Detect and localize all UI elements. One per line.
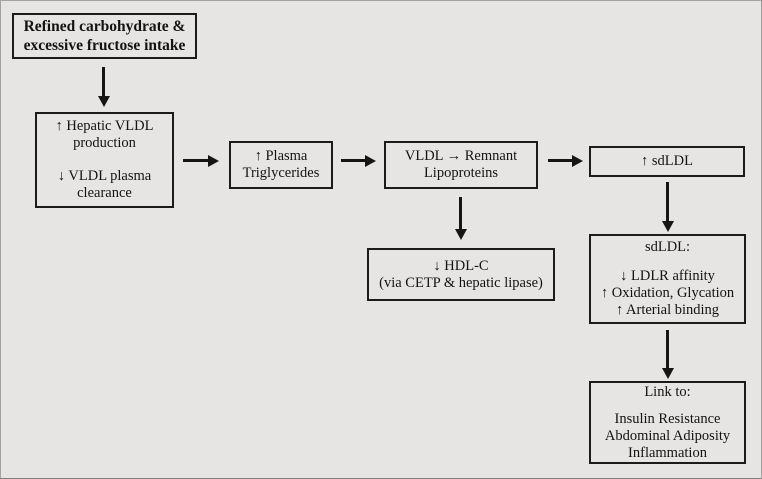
arrow-remnant-to-hdl — [454, 197, 467, 240]
node-vldl-remnant-line-1: VLDL → Remnant — [404, 148, 518, 164]
arrow-hepatic-to-plasma-tg — [183, 154, 219, 167]
arrowhead-down-icon — [454, 229, 467, 240]
node-sdldl: ↑ sdLDL — [589, 146, 745, 177]
node-plasma-tg-line-1: ↑ Plasma — [254, 148, 308, 164]
node-vldl-remnant-line-2: Lipoproteins — [423, 165, 499, 181]
arrow-properties-to-link — [661, 330, 674, 379]
arrow-intake-to-hepatic — [97, 67, 110, 107]
node-sdldl-properties-line-1: ↓ LDLR affinity — [620, 268, 715, 284]
arrowhead-right-icon — [365, 154, 376, 167]
arrowhead-down-icon — [661, 368, 674, 379]
arrowhead-right-icon — [208, 154, 219, 167]
node-link-to: Link to: Insulin Resistance Abdominal Ad… — [589, 381, 746, 464]
arrow-plasma-tg-to-remnant — [341, 154, 376, 167]
node-plasma-triglycerides: ↑ Plasma Triglycerides — [229, 141, 333, 189]
node-link-to-line-2: Abdominal Adiposity — [604, 427, 731, 444]
node-sdldl-properties: sdLDL: ↓ LDLR affinity ↑ Oxidation, Glyc… — [589, 234, 746, 324]
node-hepatic-vldl-line-2: production — [73, 135, 136, 151]
node-sdldl-properties-line-3: ↑ Arterial binding — [615, 302, 720, 318]
node-intake: Refined carbohydrate & excessive fructos… — [12, 13, 197, 59]
arrowhead-down-icon — [661, 221, 674, 232]
node-intake-line-1: Refined carbohydrate & — [23, 18, 186, 35]
node-link-to-heading: Link to: — [644, 383, 691, 400]
node-link-to-line-3: Inflammation — [628, 444, 707, 461]
arrow-sdldl-to-properties — [661, 182, 674, 232]
node-vldl-remnant: VLDL → Remnant Lipoproteins — [384, 141, 538, 189]
arrow-remnant-to-sdldl — [548, 154, 583, 167]
node-hdl-line-1: ↓ HDL-C — [433, 257, 489, 274]
node-hepatic-vldl-line-1: ↑ Hepatic VLDL — [55, 118, 154, 134]
arrowhead-right-icon — [572, 154, 583, 167]
node-hepatic-vldl-line-3: ↓ VLDL plasma — [57, 168, 152, 184]
node-sdldl-properties-heading: sdLDL: — [644, 239, 691, 255]
node-intake-line-2: excessive fructose intake — [23, 37, 186, 54]
node-hepatic-vldl-line-4: clearance — [77, 185, 132, 201]
node-plasma-tg-line-2: Triglycerides — [242, 165, 320, 181]
arrowhead-down-icon — [97, 96, 110, 107]
node-link-to-line-1: Insulin Resistance — [614, 410, 721, 427]
node-sdldl-line-1: ↑ sdLDL — [641, 153, 693, 169]
node-sdldl-properties-line-2: ↑ Oxidation, Glycation — [600, 285, 735, 301]
node-hdl: ↓ HDL-C (via CETP & hepatic lipase) — [367, 248, 555, 301]
node-hepatic-vldl: ↑ Hepatic VLDL production ↓ VLDL plasma … — [35, 112, 174, 208]
node-hdl-line-2: (via CETP & hepatic lipase) — [379, 274, 543, 291]
